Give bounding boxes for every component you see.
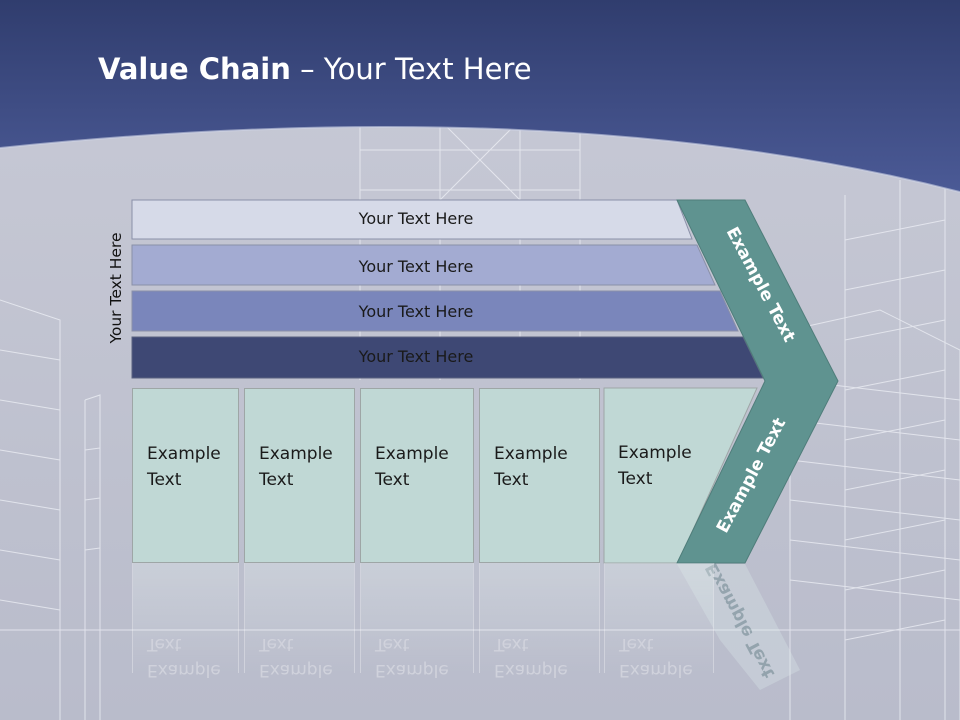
card-4-text: Example Text <box>494 444 568 490</box>
card-1: Example Text <box>132 388 239 563</box>
bar-3 <box>131 290 739 332</box>
margin-chevron <box>676 199 839 564</box>
bar-3-label: Your Text Here <box>358 302 474 321</box>
title-bold: Value Chain <box>98 52 291 86</box>
card-2-reflection: Example Text <box>244 563 355 680</box>
card-3: Example Text <box>360 388 474 563</box>
card-5: Example Text <box>604 388 714 563</box>
slide-title: Value Chain – Your Text Here <box>98 52 532 86</box>
card-5-reflection: Example Text <box>604 563 714 680</box>
bar-4-label: Your Text Here <box>358 347 474 366</box>
chevron-reflection <box>677 564 800 690</box>
card-2: Example Text <box>244 388 355 563</box>
card-3-reflection: Example Text <box>360 563 474 680</box>
card-4-reflection-text: Example Text <box>494 634 568 680</box>
bar-2-label: Your Text Here <box>358 257 474 276</box>
card-3-reflection-text: Example Text <box>375 634 449 680</box>
card-1-reflection-text: Example Text <box>147 634 221 680</box>
card-4-reflection: Example Text <box>479 563 600 680</box>
card-2-text: Example Text <box>259 444 333 490</box>
card-3-text: Example Text <box>375 444 449 490</box>
card-5-reflection-text: Example Text <box>619 634 693 680</box>
card-4: Example Text <box>479 388 600 563</box>
card-1-reflection: Example Text <box>132 563 239 680</box>
bar-1-label: Your Text Here <box>358 209 474 228</box>
cards-reflection: Example Text Example Text Example Text E… <box>0 563 960 720</box>
title-rest: – Your Text Here <box>290 52 532 86</box>
card-2-reflection-text: Example Text <box>259 634 333 680</box>
bar-2 <box>131 244 716 286</box>
bar-1 <box>131 199 693 240</box>
card-1-text: Example Text <box>147 444 221 490</box>
card-5-text: Example Text <box>618 443 692 489</box>
